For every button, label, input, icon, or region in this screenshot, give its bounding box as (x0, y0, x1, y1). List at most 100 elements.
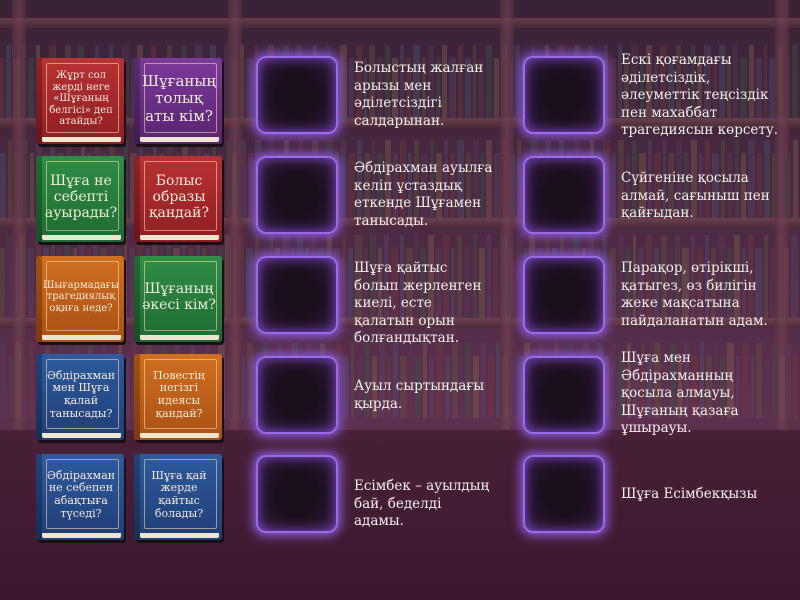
background-book-spine (618, 45, 622, 118)
background-book-spine (677, 356, 682, 418)
background-book-spine (427, 235, 435, 318)
background-book-spine (393, 153, 398, 218)
drop-slot[interactable] (523, 455, 605, 533)
background-book-spine (429, 356, 435, 418)
drop-slot[interactable] (523, 156, 605, 234)
background-book-spine (711, 153, 719, 218)
background-book-spine (675, 140, 683, 218)
background-book-spine (444, 140, 449, 218)
question-card[interactable]: Жұрт сол жерді неге «Шұғаның белгісі» де… (36, 58, 124, 144)
question-card[interactable]: Болыс образы қандай? (134, 156, 222, 242)
background-book-spine (392, 343, 398, 418)
background-book-spine (740, 58, 747, 118)
answer-text: Болыстың жалған арызы мен әділетсіздігі … (354, 60, 484, 129)
background-book-spine (791, 45, 798, 118)
background-book-spine (408, 343, 414, 418)
background-book-spine (407, 153, 412, 218)
background-book-spine (481, 343, 486, 418)
background-book-spine (451, 343, 458, 418)
background-book-spine (241, 356, 246, 418)
background-book-spine (740, 153, 747, 218)
background-book-spine (647, 140, 653, 218)
drop-slot[interactable] (256, 256, 338, 334)
background-book-spine (720, 140, 726, 218)
question-label: Шұға қай жерде қайтыс болады? (151, 468, 207, 520)
question-card[interactable]: Шұға не себепті ауырады? (36, 156, 124, 242)
answer-text: Ауыл сыртындағы қырда. (354, 378, 485, 412)
question-card[interactable]: Шұға қай жерде қайтыс болады? (134, 454, 222, 540)
background-book-spine (638, 248, 644, 318)
background-book-spine (350, 343, 355, 418)
background-book-spine (647, 356, 653, 418)
background-book-spine (406, 248, 413, 318)
question-card[interactable]: Шұғаның толық аты кім? (134, 58, 222, 144)
background-book-spine (690, 356, 698, 418)
background-book-spine (660, 235, 668, 318)
background-book-spine (377, 153, 383, 218)
background-book-spine (445, 356, 450, 418)
question-card[interactable]: Әбдірахман мен Шұға қалай танысады? (36, 354, 124, 440)
background-book-spine (130, 153, 137, 218)
background-book-spine (486, 140, 492, 218)
answer-text: Сүйгеніне қосыла алмай, сағыныш пен қайғ… (621, 170, 770, 222)
question-card[interactable]: Повестің негізгі идеясы қандай? (134, 354, 222, 440)
background-book-spine (239, 45, 245, 118)
drop-slot[interactable] (256, 455, 338, 533)
background-book-spine (771, 153, 776, 218)
background-book-spine (342, 356, 349, 418)
drop-slot[interactable] (256, 56, 338, 134)
background-book-spine (719, 45, 726, 118)
background-book-spine (712, 58, 718, 118)
background-book-spine (618, 356, 625, 418)
background-book-spine (8, 356, 14, 418)
background-book-spine (697, 248, 704, 318)
background-book-spine (247, 343, 253, 418)
background-book-spine (772, 343, 777, 418)
background-book-spine (472, 140, 479, 218)
drop-slot[interactable] (523, 56, 605, 134)
drop-slot[interactable] (256, 156, 338, 234)
background-book-spine (399, 140, 406, 218)
question-label: Әбдірахман мен Шұға қалай танысады? (46, 368, 116, 420)
background-book-spine (609, 248, 617, 318)
background-book-spine (224, 235, 231, 318)
background-book-spine (376, 58, 384, 118)
background-book-spine (248, 153, 253, 218)
background-book-spine (603, 45, 609, 118)
answer-text: Шұға Есімбекқызы (621, 486, 758, 502)
background-book-spine (223, 45, 230, 118)
background-book-spine (421, 58, 427, 118)
background-book-spine (6, 235, 13, 318)
background-book-spine (749, 45, 754, 118)
background-book-spine (428, 45, 435, 118)
background-book-spine (436, 58, 441, 118)
drop-slot[interactable] (256, 356, 338, 434)
drop-slot[interactable] (523, 256, 605, 334)
background-book-spine (383, 235, 390, 318)
background-book-spine (654, 248, 659, 318)
background-book-spine (714, 343, 718, 418)
background-book-spine (485, 45, 493, 118)
question-card[interactable]: Шығармадағы трагедиялық оқиға неде? (36, 256, 124, 342)
background-book-spine (610, 343, 617, 418)
background-book-spine (478, 58, 484, 118)
background-book-spine (123, 235, 128, 318)
background-book-spine (699, 343, 705, 418)
question-card[interactable]: Шұғаның әкесі кім? (134, 256, 222, 342)
background-book-spine (450, 153, 456, 218)
background-book-spine (755, 58, 762, 118)
question-card[interactable]: Әбдірахман не себепен абақтыға түседі? (36, 454, 124, 540)
drop-slot[interactable] (523, 356, 605, 434)
background-book-spine (239, 140, 246, 218)
background-book-spine (347, 248, 353, 318)
background-book-spine (690, 45, 695, 118)
background-book-spine (466, 153, 471, 218)
answer-text: Шұға мен Әбдірахманның қосыла алмауы, Шұ… (621, 350, 739, 437)
background-book-spine (423, 343, 428, 418)
background-book-spine (405, 58, 411, 118)
background-book-spine (29, 153, 35, 218)
background-book-spine (492, 248, 499, 318)
background-book-spine (459, 356, 464, 418)
background-book-spine (399, 235, 405, 318)
background-book-spine (29, 343, 35, 418)
